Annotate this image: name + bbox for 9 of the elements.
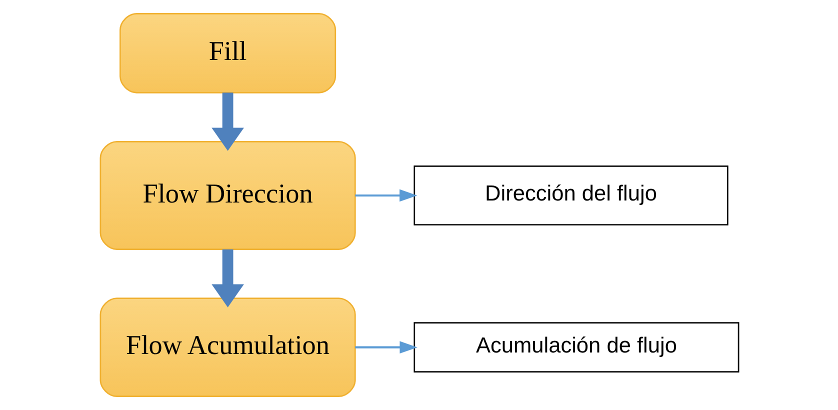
- node-box: Flow Acumulation: [99, 298, 356, 398]
- node-box: Flow Direccion: [99, 140, 356, 250]
- node-box: Fill: [119, 12, 336, 94]
- arrow: [211, 92, 244, 151]
- arrow: [211, 249, 244, 308]
- arrow: [354, 189, 417, 202]
- arrow: [354, 341, 417, 354]
- node-box: Acumulación de flujo: [413, 322, 739, 373]
- node-box: Dirección del flujo: [413, 166, 728, 226]
